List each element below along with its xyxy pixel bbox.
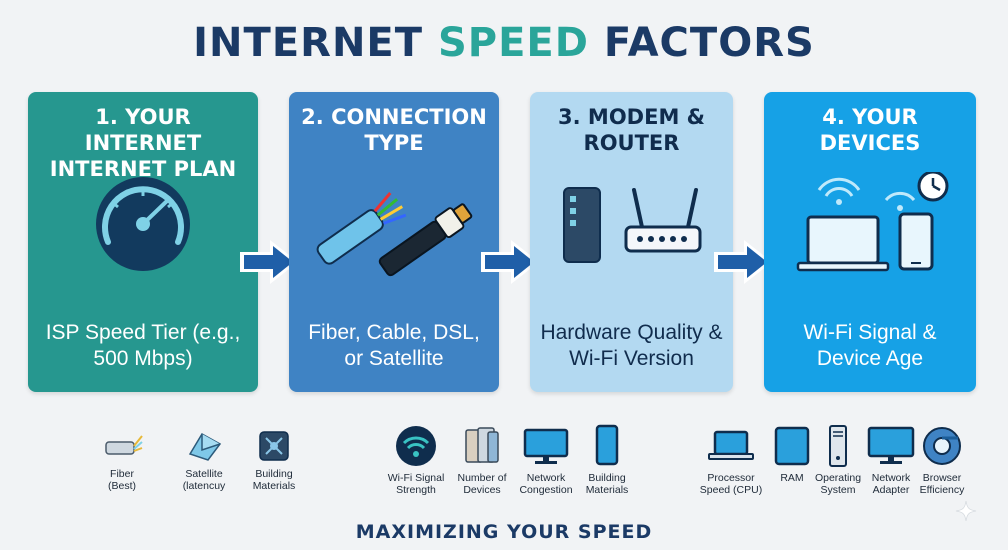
bottom-item-network-congestion: Network Congestion [510,424,582,496]
bottom-item-network-adapter: Network Adapter [855,424,927,496]
bottom-item-label: Network Adapter [871,472,911,496]
bottom-item-label: Building Materials [585,472,629,496]
title-part1: INTERNET [193,20,438,66]
building-block-icon [259,431,289,461]
wifi-signal-icon [396,426,436,466]
bottom-section-title: MAXIMIZING YOUR SPEED [355,521,653,543]
ram-tablet-icon [774,426,810,466]
card-your-devices: 4. YOUR DEVICES Wi-Fi Signal & Device Ag… [764,92,976,392]
bottom-item-wifi-signal: Wi-Fi Signal Strength [380,424,452,496]
bottom-item-building-materials-2: Building Materials [571,424,643,496]
fiber-cable-icon [105,435,143,455]
card-title: 4. YOUR DEVICES [819,105,921,155]
card-title: 1. YOUR INTERNET INTERNET PLAN [49,105,237,181]
card-description: Wi-Fi Signal & Device Age [803,321,937,370]
modem-router-icon [563,187,702,263]
bottom-item-label: Satellite (latencuy [182,468,226,492]
title-accent: SPEED [437,20,589,66]
bottom-item-browser-efficiency: Browser Efficiency [906,424,978,496]
bottom-item-label: Wi-Fi Signal Strength [387,472,445,496]
desktop-tower-icon [829,425,847,467]
bottom-item-label: Processor Speed (CPU) [699,472,763,496]
speedometer-icon [96,177,190,271]
browser-icon [923,427,961,465]
tablet-icon [595,424,619,466]
bottom-item-label: Fiber (Best) [107,468,136,492]
card-title: 2. CONNECTION TYPE [301,105,487,155]
title-part2: FACTORS [588,20,815,66]
bottom-item-label: Network Congestion [519,472,573,496]
card-description: ISP Speed Tier (e.g., 500 Mbps) [45,321,241,370]
sparkle-icon [955,500,977,522]
bottom-item-label: Operating System [814,472,862,496]
multiple-devices-icon [465,427,499,463]
satellite-dish-icon [188,432,222,461]
bottom-item-processor-speed: Processor Speed (CPU) [695,424,767,496]
arrow-right-icon [481,240,539,284]
arrow-right-icon [240,240,298,284]
card-title: 3. MODEM & ROUTER [558,105,705,155]
bottom-item-label: RAM [780,472,804,484]
card-modem-router: 3. MODEM & ROUTER Hardware Quality & Wi-… [530,92,733,392]
bottom-item-satellite: Satellite (latencuy [168,424,240,492]
bottom-item-building-materials: Building Materials [238,424,310,492]
bottom-item-label: Number of Devices [457,472,507,496]
laptop-icon [708,430,754,460]
card-description: Fiber, Cable, DSL, or Satellite [308,321,480,370]
bottom-item-number-of-devices: Number of Devices [446,424,518,496]
network-monitor-icon [867,426,915,464]
card-description: Hardware Quality & Wi-Fi Version [540,321,723,370]
bottom-item-ram: RAM [756,424,828,484]
bottom-item-label: Building Materials [252,468,296,492]
bottom-item-fiber: Fiber (Best) [86,424,158,492]
monitor-icon [523,428,569,464]
bottom-item-label: Browser Efficiency [919,472,965,496]
card-internet-plan: 1. YOUR INTERNET INTERNET PLAN ISP Speed… [28,92,258,392]
arrow-right-icon [714,240,772,284]
bottom-item-operating-system: Operating System [802,424,874,496]
cables-icon [316,192,473,277]
card-connection-type: 2. CONNECTION TYPE Fiber, Cable, DSL, or… [289,92,499,392]
devices-icon [796,172,949,272]
page-title: INTERNET SPEED FACTORS [0,20,1008,66]
